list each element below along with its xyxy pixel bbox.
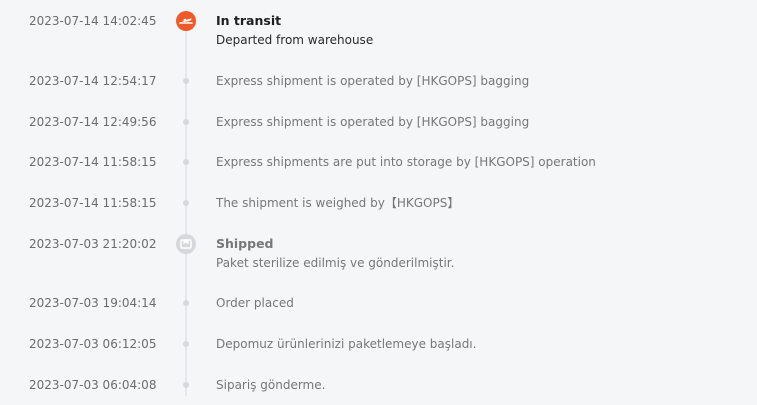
- event-description: Departed from warehouse: [216, 33, 374, 47]
- event-description: Express shipment is operated by [HKGOPS]…: [216, 115, 530, 129]
- event-description: Paket sterilize edilmiş ve gönderilmişti…: [216, 256, 455, 270]
- event-time: 2023-07-03 06:12:05: [29, 337, 157, 351]
- event-body: Express shipment is operated by [HKGOPS]…: [216, 114, 529, 130]
- event-body: Shipped Paket sterilize edilmiş ve gönde…: [216, 236, 454, 271]
- event-status: Shipped: [216, 236, 274, 251]
- event-body: In transit Departed from warehouse: [216, 13, 373, 48]
- event-description: The shipment is weighed by【HKGOPS】: [216, 196, 460, 210]
- event-description: Express shipments are put into storage b…: [216, 155, 596, 169]
- event-description: Depomuz ürünlerinizi paketlemeye başladı…: [216, 337, 477, 351]
- event-status: In transit: [216, 13, 282, 28]
- truck-icon: [176, 234, 196, 254]
- event-body: Sipariş gönderme.: [216, 377, 325, 393]
- event-body: Express shipment is operated by [HKGOPS]…: [216, 73, 529, 89]
- plane-icon: [176, 11, 196, 31]
- event-time: 2023-07-14 11:58:15: [29, 155, 157, 169]
- timeline-dot: [183, 382, 189, 388]
- timeline-dot: [183, 159, 189, 165]
- event-time: 2023-07-14 11:58:15: [29, 196, 157, 210]
- timeline-dot: [183, 119, 189, 125]
- timeline-dot: [183, 341, 189, 347]
- event-time: 2023-07-14 12:54:17: [29, 74, 157, 88]
- event-time: 2023-07-14 14:02:45: [29, 14, 157, 28]
- event-time: 2023-07-03 21:20:02: [29, 237, 157, 251]
- timeline-dot: [183, 78, 189, 84]
- timeline-line: [185, 16, 187, 396]
- event-time: 2023-07-14 12:49:56: [29, 115, 157, 129]
- event-time: 2023-07-03 19:04:14: [29, 296, 157, 310]
- event-time: 2023-07-03 06:04:08: [29, 378, 157, 392]
- event-body: Order placed: [216, 295, 294, 311]
- event-body: The shipment is weighed by【HKGOPS】: [216, 195, 459, 211]
- timeline-dot: [183, 300, 189, 306]
- event-description: Sipariş gönderme.: [216, 378, 326, 392]
- timeline-dot: [183, 200, 189, 206]
- event-description: Express shipment is operated by [HKGOPS]…: [216, 74, 530, 88]
- event-body: Depomuz ürünlerinizi paketlemeye başladı…: [216, 336, 476, 352]
- event-body: Express shipments are put into storage b…: [216, 154, 596, 170]
- event-description: Order placed: [216, 296, 294, 310]
